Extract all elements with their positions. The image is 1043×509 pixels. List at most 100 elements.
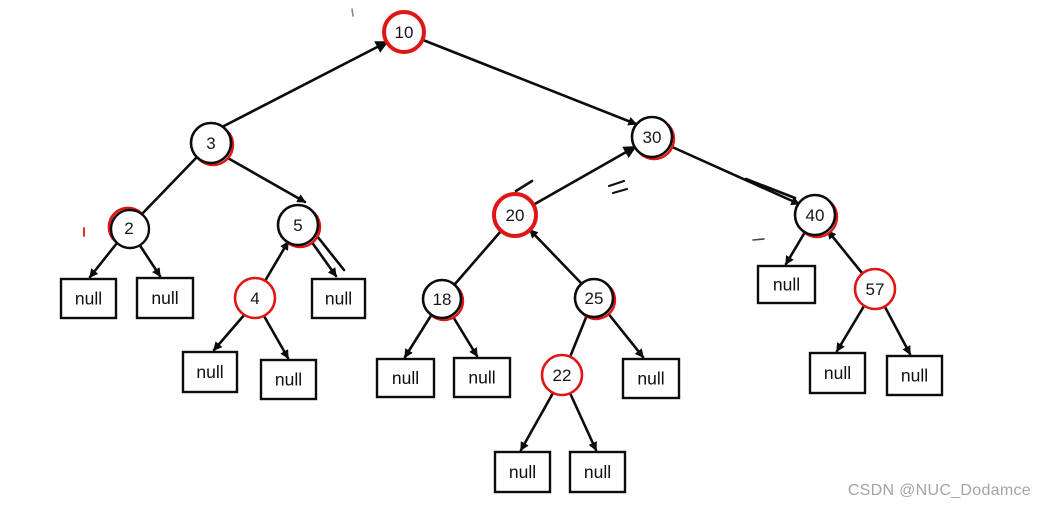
null-box: [756, 264, 817, 305]
null-box: [568, 450, 627, 494]
edge-22-to-null-right: [568, 391, 598, 452]
leaf-null-57-right: null: [885, 354, 944, 397]
edge-5-null-overdraw: [315, 234, 346, 272]
leaf-null-40-left: null: [756, 264, 817, 305]
null-box-label: null: [275, 370, 302, 390]
null-box-label: null: [392, 368, 419, 388]
tick-mark-top: [351, 8, 354, 17]
node-circle: [793, 193, 837, 237]
stray-dash-2: [611, 187, 629, 195]
null-box-label: null: [509, 462, 536, 482]
leaf-null-25-right: null: [621, 357, 681, 400]
node-circle: [189, 121, 233, 165]
edge-10-to-30: [421, 38, 638, 126]
null-box: [181, 350, 239, 394]
null-box: [135, 276, 195, 320]
null-box-label: null: [773, 275, 800, 295]
leaf-null-18-left: null: [375, 357, 436, 399]
edge-4-to-null-left: [212, 312, 247, 352]
edge-18-to-null-right: [450, 313, 479, 358]
node-label: 4: [250, 289, 259, 308]
stray-dash-1: [607, 179, 626, 188]
leaf-null-22-right: null: [568, 450, 627, 494]
node-label: 25: [585, 289, 604, 308]
edge-4-to-null-right: [262, 314, 290, 360]
watermark-text: CSDN @NUC_Dodamce: [847, 482, 1031, 499]
stray-dash-near-40: [752, 238, 765, 241]
edge-25-to-22: [568, 313, 589, 359]
edge-18-to-null-left: [403, 312, 434, 359]
node-circle: [382, 10, 426, 54]
node-label: 20: [506, 206, 525, 225]
tree-node-30: 30: [630, 115, 676, 161]
null-box-label: null: [901, 366, 928, 386]
leaf-null-4-left: null: [181, 350, 239, 394]
null-box-label: null: [196, 362, 223, 382]
null-box: [452, 356, 512, 399]
edge-20-to-18: [453, 229, 503, 286]
edge-3-to-2: [139, 155, 199, 217]
leaf-null-22-left: null: [493, 450, 552, 494]
tree-node-40: 40: [793, 193, 839, 239]
tree-node-10: 10: [382, 10, 426, 54]
edge-2-to-null-right: [137, 242, 162, 278]
leaf-null-5-right: null: [310, 277, 367, 320]
edge-3-to-5: [224, 155, 307, 204]
null-box: [59, 277, 118, 320]
edge-5-to-null-right: [309, 239, 338, 278]
null-box: [808, 351, 867, 395]
edge-30-to-40: [668, 144, 801, 206]
tree-node-4: 4: [233, 276, 277, 320]
leaf-null-2-right: null: [135, 276, 195, 320]
tree-node-2: 2: [107, 206, 151, 250]
edge-40-to-null-left: [784, 230, 807, 266]
node-label: 2: [124, 219, 133, 238]
edge-25-to-20: [528, 228, 583, 285]
tree-node-25: 25: [573, 277, 617, 321]
tree-node-5: 5: [276, 203, 322, 249]
node-circle: [276, 203, 320, 247]
node-circle: [233, 276, 277, 320]
node-label: 18: [433, 290, 452, 309]
node-label: 57: [866, 280, 885, 299]
edge-25-to-null-right: [605, 310, 645, 359]
edge-57-to-40: [826, 229, 864, 275]
null-box: [310, 277, 367, 320]
node-label: 3: [206, 134, 215, 153]
leaf-null-2-left: null: [59, 277, 118, 320]
null-box-label: null: [824, 363, 851, 383]
null-box-label: null: [75, 289, 102, 309]
tree-node-22: 22: [540, 353, 584, 397]
null-box: [885, 354, 944, 397]
null-box-label: null: [151, 288, 178, 308]
stray-stroke-near-20: [514, 179, 534, 193]
node-label: 5: [293, 216, 302, 235]
leaf-null-4-right: null: [259, 358, 318, 401]
edge-57-to-null-right: [883, 305, 912, 356]
leaf-null-18-right: null: [452, 356, 512, 399]
node-circle: [540, 353, 584, 397]
node-label: 22: [553, 366, 572, 385]
node-circle: [853, 267, 897, 311]
edge-2-to-null-left: [88, 241, 119, 279]
tree-node-18: 18: [421, 278, 465, 322]
node-circle: [109, 208, 151, 250]
leaf-null-57-left: null: [808, 351, 867, 395]
node-label: 40: [806, 206, 825, 225]
tree-node-3: 3: [189, 121, 235, 167]
null-box: [375, 357, 436, 399]
node-circle: [421, 278, 463, 320]
node-circle: [630, 115, 674, 159]
null-box: [259, 358, 318, 401]
null-box: [493, 450, 552, 494]
node-circle: [573, 277, 615, 319]
null-box-label: null: [325, 289, 352, 309]
null-box-label: null: [584, 462, 611, 482]
edge-30-40-overdraw: [744, 177, 797, 200]
edge-20-to-30: [531, 145, 637, 207]
edge-3-to-10: [220, 40, 389, 129]
null-box-label: null: [468, 368, 495, 388]
tree-node-57: 57: [853, 267, 897, 311]
